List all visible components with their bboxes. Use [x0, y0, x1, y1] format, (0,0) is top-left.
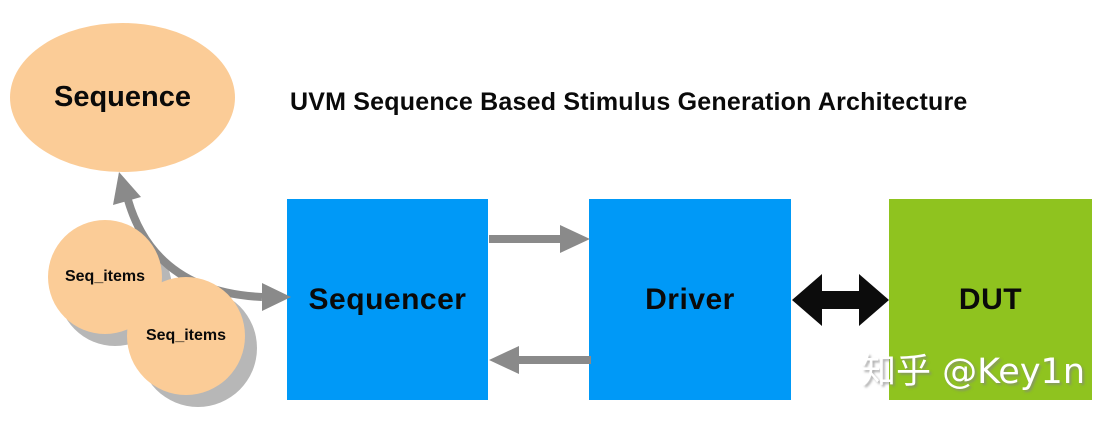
- sequencer-node: Sequencer: [287, 199, 488, 400]
- watermark: 知乎 @Key1n: [860, 352, 1085, 392]
- driver-node: Driver: [589, 199, 791, 400]
- seq-items-node-2: Seq_items: [127, 277, 245, 395]
- sequencer-label: Sequencer: [308, 282, 467, 316]
- arrowhead-to-sequencer-icon: [262, 283, 291, 311]
- arrowhead-to-sequence-icon: [113, 172, 141, 205]
- driver-to-sequencer-arrow: [489, 346, 591, 374]
- driver-label: Driver: [645, 282, 735, 316]
- driver-dut-double-arrow: [792, 274, 889, 326]
- seq-items-label-2: Seq_items: [145, 327, 227, 344]
- sequence-node: Sequence: [10, 23, 235, 172]
- sequencer-to-driver-arrow: [489, 225, 590, 253]
- seq-items-label-1: Seq_items: [64, 268, 146, 285]
- arrowhead-left-icon: [489, 346, 519, 374]
- arrowhead-right-icon: [560, 225, 590, 253]
- dut-node: DUT: [889, 199, 1092, 400]
- seq-items-flow-arrow: [113, 172, 291, 311]
- sequence-label: Sequence: [54, 81, 191, 113]
- dut-label: DUT: [958, 282, 1023, 316]
- diagram-title: UVM Sequence Based Stimulus Generation A…: [290, 88, 968, 116]
